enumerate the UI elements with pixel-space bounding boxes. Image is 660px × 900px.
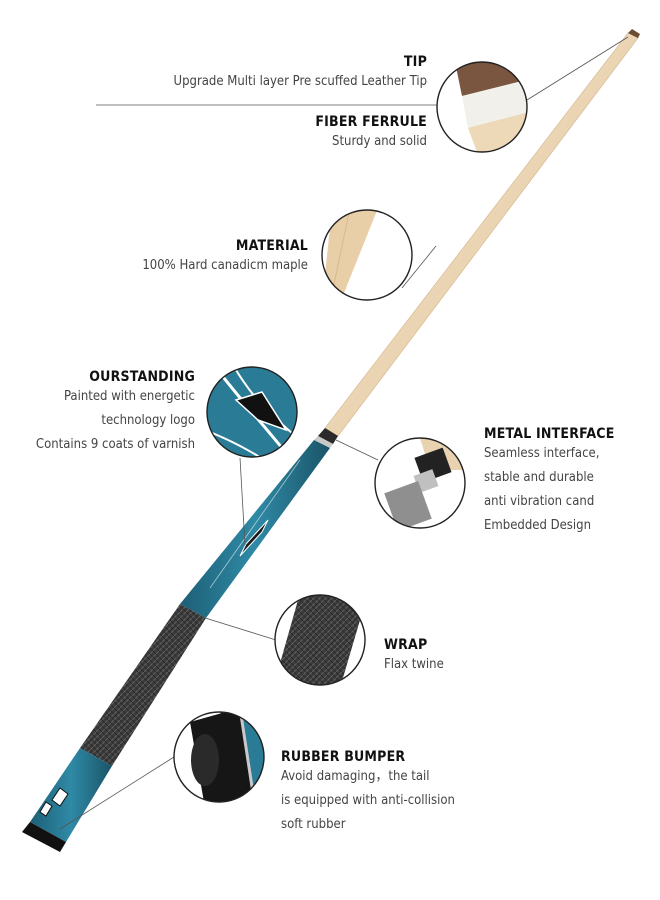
tip-callout-line: [526, 36, 629, 101]
metal-title: METAL INTERFACE: [484, 426, 615, 442]
tip-detail-circle: [436, 61, 528, 153]
tip-desc: Upgrade Multi layer Pre scuffed Leather …: [173, 74, 427, 89]
outstanding-title: OURSTANDING: [89, 369, 195, 385]
outstanding-callout-line: [239, 457, 246, 546]
outstanding-label: OURSTANDING Painted with energetic techn…: [36, 369, 195, 457]
cue-stick: [22, 29, 640, 852]
material-label: MATERIAL 100% Hard canadicm maple: [142, 238, 308, 278]
material-callout-line: [401, 245, 437, 289]
metal-desc-3: anti vibration cand: [484, 494, 595, 509]
metal-desc-1: Seamless interface,: [484, 446, 600, 461]
cue-joint: [318, 428, 338, 444]
tip-label: TIP Upgrade Multi layer Pre scuffed Leat…: [174, 54, 427, 94]
material-title: MATERIAL: [235, 238, 308, 254]
bumper-callout-line: [59, 756, 175, 830]
material-desc: 100% Hard canadicm maple: [142, 258, 308, 273]
outstanding-desc-2: technology logo: [101, 413, 195, 428]
metal-detail-circle: [374, 437, 466, 529]
tip-title: TIP: [403, 54, 427, 70]
outstanding-detail-circle: [206, 366, 298, 458]
wrap-callout-line: [201, 616, 277, 641]
ferrule-title: FIBER FERRULE: [315, 114, 427, 130]
metal-desc-2: stable and durable: [484, 470, 594, 485]
outstanding-desc-1: Painted with energetic: [63, 389, 195, 404]
cue-butt-sleeve: [30, 748, 112, 842]
wrap-detail-circle: [274, 594, 366, 686]
ferrule-desc: Sturdy and solid: [332, 134, 427, 149]
metal-label: METAL INTERFACE Seamless interface, stab…: [484, 426, 615, 538]
butt-inlay: [51, 787, 69, 807]
bumper-desc-2: is equipped with anti-collision: [281, 793, 455, 808]
cue-tip: [628, 29, 640, 38]
bumper-desc-3: soft rubber: [281, 817, 346, 832]
forearm-inlay: [239, 519, 269, 557]
metal-desc-4: Embedded Design: [484, 518, 591, 533]
bumper-title: RUBBER BUMPER: [281, 749, 406, 765]
callout-lines: [59, 36, 629, 830]
metal-callout-line: [335, 439, 379, 461]
cue-bumper: [22, 822, 66, 852]
wrap-title: WRAP: [384, 637, 428, 653]
cue-wrap: [80, 604, 206, 766]
ferrule-label: FIBER FERRULE Sturdy and solid: [315, 114, 427, 154]
cue-forearm: [180, 440, 330, 618]
wrap-desc: Flax twine: [384, 657, 444, 672]
outstanding-desc-3: Contains 9 coats of varnish: [35, 437, 195, 452]
wrap-label: WRAP Flax twine: [384, 637, 444, 677]
bumper-label: RUBBER BUMPER Avoid damaging，the tail is…: [281, 749, 455, 837]
bumper-detail-circle: [173, 711, 265, 803]
material-detail-circle: [321, 209, 413, 301]
bumper-desc-1: Avoid damaging，the tail: [281, 769, 430, 784]
